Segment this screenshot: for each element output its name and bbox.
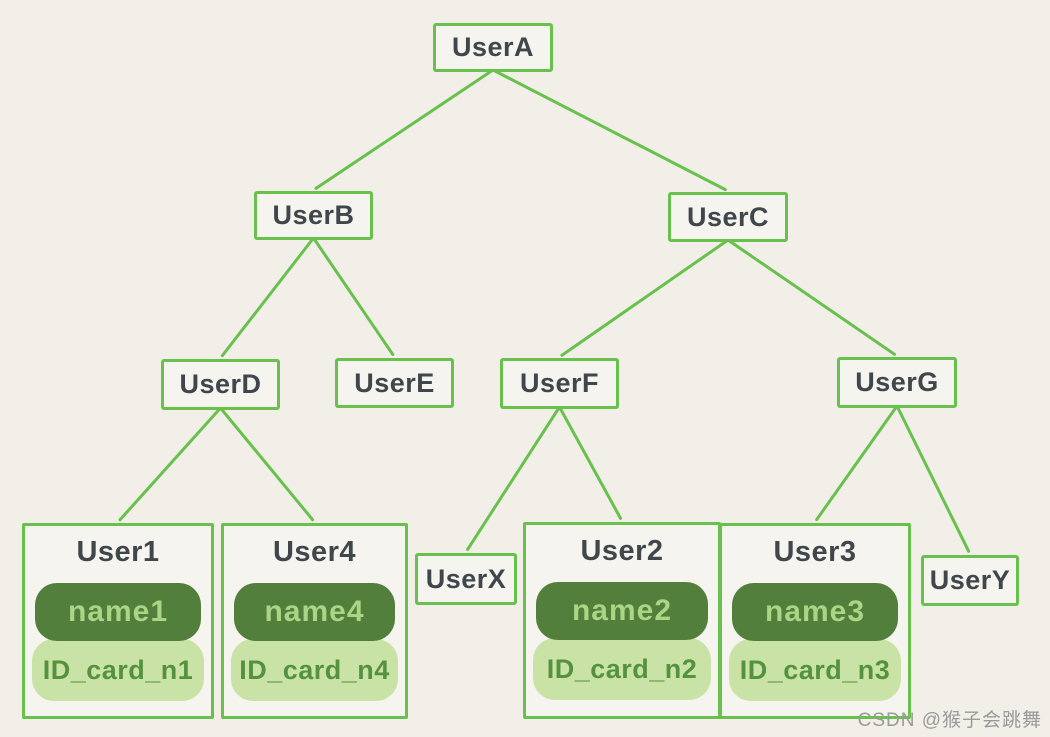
tree-edge-userB-userD <box>220 236 315 358</box>
user-card-user1: User1 name1 ID_card_n1 <box>22 523 214 719</box>
name-pill: name3 <box>732 583 898 641</box>
tree-node-label: UserB <box>272 200 355 230</box>
id-card-pill: ID_card_n2 <box>533 638 711 700</box>
user-card-title: User4 <box>272 536 357 568</box>
tree-node-userd: UserD <box>161 359 280 410</box>
tree-edge-userF-user2 <box>558 405 621 520</box>
tree-node-label: UserD <box>179 369 262 399</box>
user-card-title: User3 <box>773 536 857 568</box>
tree-node-userb: UserB <box>254 191 373 240</box>
tree-edge-userC-userF <box>560 238 730 357</box>
tree-node-label: UserY <box>929 565 1011 595</box>
tree-node-label: UserE <box>354 367 435 398</box>
tree-edge-userA-userB <box>314 68 495 190</box>
user-card-title: User1 <box>76 536 160 568</box>
tree-node-userf: UserF <box>500 358 619 409</box>
name-pill: name4 <box>234 583 395 641</box>
name-pill: name2 <box>536 582 708 640</box>
tree-edge-userD-user4 <box>219 406 315 522</box>
user-card-user2: User2 name2 ID_card_n2 <box>523 522 721 719</box>
tree-node-label: UserF <box>519 368 600 398</box>
tree-edge-userA-userC <box>491 68 727 190</box>
id-card-pill: ID_card_n4 <box>231 639 398 701</box>
tree-node-userc: UserC <box>668 192 788 242</box>
tree-node-usere: UserE <box>335 358 454 408</box>
tree-node-usery: UserY <box>921 555 1019 606</box>
tree-node-userg: UserG <box>837 357 957 408</box>
tree-edge-userG-user3 <box>815 404 899 522</box>
user-card-user4: User4 name4 ID_card_n4 <box>221 523 408 719</box>
tree-edge-userC-userG <box>726 238 897 356</box>
name-pill: name1 <box>35 583 201 641</box>
tree-edge-userB-userE <box>312 236 395 357</box>
id-card-pill: ID_card_n1 <box>32 639 204 701</box>
tree-node-label: UserG <box>855 367 939 397</box>
tree-node-label: UserC <box>686 201 770 232</box>
tree-node-label: UserA <box>451 32 535 62</box>
user-card-title: User2 <box>580 535 664 567</box>
tree-node-label: UserX <box>425 563 507 594</box>
id-card-pill: ID_card_n3 <box>729 639 901 701</box>
csdn-watermark: CSDN @猴子会跳舞 <box>857 710 1042 731</box>
user-card-user3: User3 name3 ID_card_n3 <box>719 523 911 719</box>
tree-node-userx: UserX <box>415 553 517 605</box>
tree-edge-userD-user1 <box>118 406 222 522</box>
tree-node-usera: UserA <box>433 23 553 72</box>
